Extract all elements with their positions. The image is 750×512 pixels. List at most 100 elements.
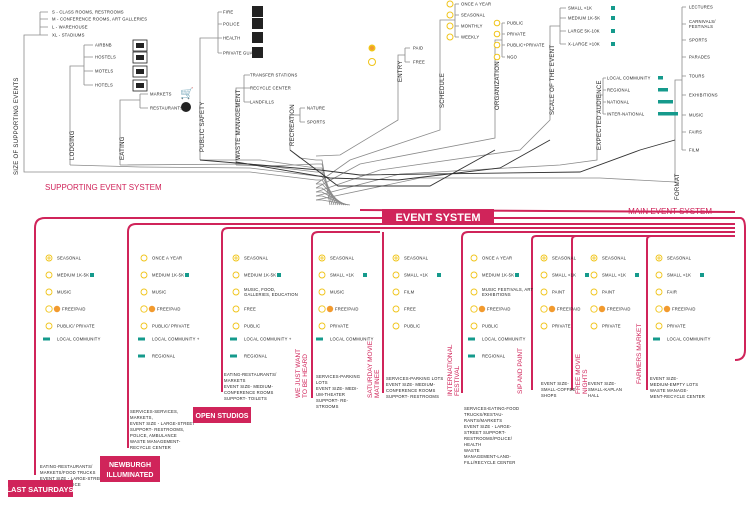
row-icon [392, 288, 400, 296]
scale-icon [655, 271, 663, 279]
scale-marker-icon [277, 273, 281, 277]
row-icon [232, 322, 240, 330]
event-newburgh-illuminated-box[interactable]: NEWBURGH ILLUMINATED [100, 456, 160, 482]
format-item-3: PARADES [689, 55, 710, 60]
scale-icon [392, 271, 400, 279]
event-1-note-3: SUPPORT- RESTROOMS, [130, 427, 184, 432]
scale-marker-icon [611, 6, 615, 10]
event-5-row-0: ONCE A YEAR [482, 256, 512, 261]
event-7-row-3: FREE/PAID [607, 307, 631, 312]
audience-bar-2 [658, 100, 673, 104]
row-icon [470, 254, 478, 262]
schedule-item-3: WEEKLY [461, 35, 479, 40]
event-7-row-2: PAINT [602, 290, 615, 295]
event-0-row-3: FREE/PAID [62, 307, 86, 312]
scale-marker-icon [611, 16, 615, 20]
lodging-item-motels: MOTELS [95, 69, 113, 74]
event-last-saturdays-box[interactable]: LAST SATURDAYS [6, 480, 74, 497]
organization-item-2: PUBLIC+PRIVATE [507, 43, 545, 48]
audience-marker-icon [653, 337, 660, 341]
event-3-row-0: SEASONAL [330, 256, 355, 261]
audience-marker-icon [316, 337, 323, 341]
event-name-7-b[interactable]: NIGHTS [582, 369, 589, 394]
safety-item-police: POLICE [223, 22, 240, 27]
organization-icon-3 [493, 53, 501, 61]
event-name-6[interactable]: SIP AND PAINT [517, 348, 524, 394]
event-2-note-1: MARKETS [224, 378, 246, 383]
event-name-last-saturdays: LAST SATURDAYS [6, 485, 73, 494]
event-name-open-studios: OPEN STUDIOS [196, 413, 249, 420]
paid-icon [53, 305, 61, 313]
paid-icon [148, 305, 156, 313]
schedule-item-0: ONCE A YEAR [461, 2, 491, 7]
organization-label: ORGANIZATION [495, 61, 501, 110]
event-name-3-b[interactable]: TO BE HEARD [302, 354, 309, 398]
free-icon [540, 305, 548, 313]
event-5-row-6: REGIONAL [482, 354, 506, 359]
event-5-note-3: EVENT SIZE - LARGE- [464, 424, 512, 429]
event-name-4[interactable]: SATURDAY MOVIE [367, 340, 374, 398]
event-6-row-3: FREE/PAID [557, 307, 581, 312]
event-name-8[interactable]: FARMERS MARKET [636, 324, 643, 384]
event-name-4-b[interactable]: MATINEE [374, 369, 381, 398]
event-0-row-2: MUSIC [57, 290, 72, 295]
scale-icon [232, 271, 240, 279]
expected-audience-label: EXPECTED AUDIENCE [597, 80, 603, 150]
entry-free-icon [368, 58, 376, 66]
size-item-s: S - CLASS ROOMS, RESTROOMS [52, 10, 124, 15]
row-icon [392, 322, 400, 330]
safety-fire-icon [252, 6, 263, 17]
event-4-note-3: SUPPORT- RESTROOMS [386, 394, 439, 399]
event-open-studios-box[interactable]: OPEN STUDIOS [193, 407, 251, 423]
organization-item-1: PRIVATE [507, 32, 526, 37]
event-name-7[interactable]: FREE MOVIE [575, 353, 582, 394]
event-5-note-5: RESTROOMS/POLICE/ [464, 436, 513, 441]
safety-private-guards-icon [252, 47, 263, 58]
event-2-note-4: SUPPORT- TOILETS [224, 396, 267, 401]
event-2-row-2: MUSIC, FOOD, [244, 287, 275, 292]
eating-item-restaurants: RESTAURANTS [150, 106, 183, 111]
event-1-row-0: ONCE A YEAR [152, 256, 182, 261]
lodging-item-hotels: HOTELS [95, 83, 113, 88]
event-name-5-b[interactable]: FESTIVAL [454, 365, 461, 396]
format-label: FORMAT [675, 173, 681, 200]
event-1-note-1: MARKETS, [130, 415, 153, 420]
event-2-row-6: REGIONAL [244, 354, 268, 359]
lodging-item-airbnb: AIRBNB [95, 43, 112, 48]
scale-item-0: SMALL <1K [568, 6, 592, 11]
event-name-5[interactable]: INTERNATIONAL [447, 344, 454, 396]
audience-item-1: REGIONAL [607, 88, 631, 93]
scale-icon [470, 271, 478, 279]
event-3-row-2: MUSIC [330, 290, 345, 295]
organization-icon-2 [493, 41, 501, 49]
row-icon [232, 288, 240, 296]
event-5-note-8: MANAGEMENT-LAND- [464, 454, 511, 459]
paid-icon [548, 305, 556, 313]
row-icon [470, 322, 478, 330]
event-0-row-4: PUBLIC/ PRIVATE [57, 324, 95, 329]
main-event-system-label: MAIN EVENT SYSTEM [628, 207, 712, 216]
size-of-supporting-events-label: SIZE OF SUPPORTING EVENTS [14, 77, 20, 175]
audience-bar-3 [658, 112, 678, 116]
event-6-row-2: PAINT [552, 290, 565, 295]
event-4-row-2: FILM [404, 290, 415, 295]
safety-item-fire: FIRE [223, 10, 233, 15]
event-2-note-0: EATING-RESTAURANTS/ [224, 372, 277, 377]
event-8-row-4: PRIVATE [667, 324, 686, 329]
event-name-3[interactable]: WE JUST WANT [295, 349, 302, 398]
scale-marker-icon [700, 273, 704, 277]
paid-icon [326, 305, 334, 313]
free-icon [140, 305, 148, 313]
row-icon [140, 288, 148, 296]
organization-item-0: PUBLIC [507, 21, 523, 26]
event-3-note-4: SUPPORT- RE- [316, 398, 349, 403]
event-0-note-1: MARKETS/FOOD TRUCKS [40, 470, 96, 475]
event-3-row-3: FREE/PAID [335, 307, 359, 312]
row-icon [655, 288, 663, 296]
event-5-row-2-b: EXHIBITIONS [482, 292, 511, 297]
